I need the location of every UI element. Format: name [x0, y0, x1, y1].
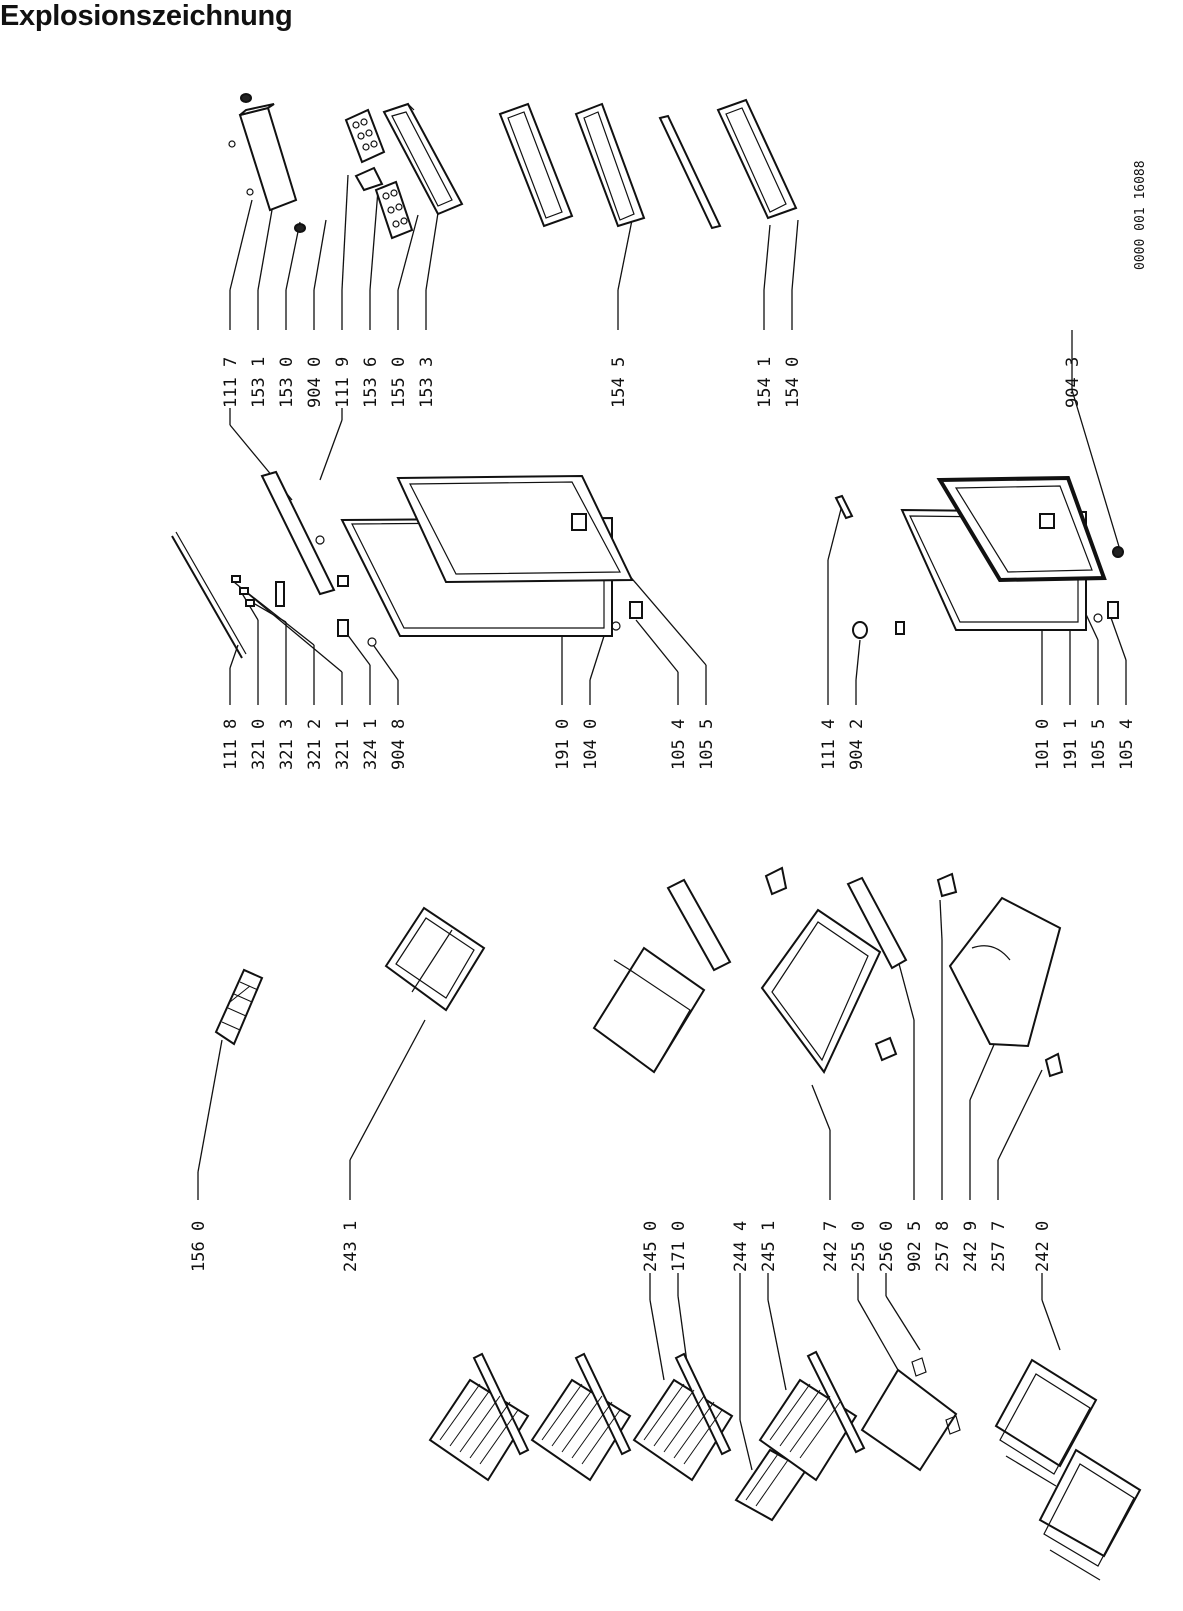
leader-lines-lower	[197, 899, 1061, 1471]
part-label-154-1: 154 1	[755, 357, 775, 408]
part-wire-shelf-1	[428, 1352, 530, 1482]
part-egg-tray-upper	[344, 108, 386, 164]
part-label-153-0: 153 0	[277, 357, 297, 408]
part-door-shelf-154-5	[574, 102, 646, 228]
part-label-156-0: 156 0	[189, 1221, 209, 1272]
part-label-245-1: 245 1	[759, 1221, 779, 1272]
part-drawer-lower	[936, 872, 1064, 1078]
label-group-door-parts: 111 8 321 0 321 3 321 2 321 1 324 1 904 …	[221, 719, 1137, 770]
part-label-105-4b: 105 4	[1117, 719, 1137, 770]
part-label-111-8: 111 8	[221, 719, 241, 770]
part-wire-shelf-2	[530, 1352, 632, 1482]
part-door-shelf-154-upper	[498, 102, 574, 228]
part-label-105-5b: 105 5	[1089, 719, 1109, 770]
part-ice-cube-tray	[214, 968, 264, 1046]
part-label-242-0: 242 0	[1033, 1221, 1053, 1272]
part-bin-242-0-lower	[1038, 1448, 1142, 1581]
part-door-shelf-bar	[228, 93, 306, 233]
part-drawer-middle	[760, 866, 908, 1074]
part-label-111-7: 111 7	[221, 357, 241, 408]
part-label-171-0: 171 0	[669, 1221, 689, 1272]
part-door-shelf-154-1-rail	[658, 114, 722, 230]
part-egg-tray-lower	[374, 180, 414, 240]
part-label-155-0: 155 0	[389, 357, 409, 408]
part-handle-rod	[171, 531, 247, 659]
part-label-101-0: 101 0	[1033, 719, 1053, 770]
part-small-clips	[231, 535, 377, 647]
drawing-reference-number: 0000 001 16088	[1133, 160, 1148, 270]
part-label-105-4: 105 4	[669, 719, 689, 770]
part-label-257-8: 257 8	[933, 1221, 953, 1272]
part-label-154-0: 154 0	[783, 357, 803, 408]
part-label-904-0: 904 0	[305, 357, 325, 408]
label-group-door-shelves-upper: 111 7 153 1 153 1 153 0 904 0 111 9 153 …	[221, 357, 1083, 408]
part-door-shelf-154-0	[716, 98, 798, 220]
part-label-153-3: 153 3	[417, 357, 437, 408]
part-knob-904-2	[852, 621, 905, 639]
part-label-324-1: 324 1	[361, 719, 381, 770]
part-label-321-2: 321 2	[305, 719, 325, 770]
part-label-255-0: 255 0	[849, 1221, 869, 1272]
page-title: Explosionszeichnung	[0, 0, 293, 32]
part-label-191-0: 191 0	[553, 719, 573, 770]
part-label-904-2: 904 2	[847, 719, 867, 770]
part-wire-shelf-245-1	[734, 1350, 866, 1522]
part-door-gasket-191-1	[936, 475, 1107, 583]
part-label-256-0: 256 0	[877, 1221, 897, 1272]
part-door-shelf-153-3	[382, 102, 464, 216]
part-label-154-5: 154 5	[609, 357, 629, 408]
part-hinge-105-4	[611, 601, 643, 631]
part-wire-shelf-245-0	[632, 1352, 734, 1482]
part-label-191-1: 191 1	[1061, 719, 1081, 770]
part-label-902-5: 902 5	[905, 1221, 925, 1272]
part-door-gasket-191-0	[396, 474, 634, 584]
part-label-242-9: 242 9	[961, 1221, 981, 1272]
part-strip-111-9	[260, 470, 336, 596]
part-label-243-1: 243 1	[341, 1221, 361, 1272]
part-glass-plate-255-0	[860, 1357, 961, 1472]
part-label-321-1: 321 1	[333, 719, 353, 770]
part-label-242-7: 242 7	[821, 1221, 841, 1272]
part-label-244-4: 244 4	[731, 1221, 751, 1272]
part-drawer-upper	[592, 878, 732, 1074]
part-label-105-5: 105 5	[697, 719, 717, 770]
label-group-cabinet-parts: 156 0 243 1 245 0 171 0 244 4 245 1 242 …	[189, 1221, 1053, 1272]
part-hinge-lower	[1039, 513, 1124, 623]
part-label-111-9: 111 9	[333, 357, 353, 408]
part-label-153-1b: 153 1	[249, 357, 269, 408]
part-hinge-105-5	[571, 513, 587, 531]
part-label-257-7: 257 7	[989, 1221, 1009, 1272]
part-label-153-6: 153 6	[361, 357, 381, 408]
part-label-321-0: 321 0	[249, 719, 269, 770]
part-label-904-8: 904 8	[389, 719, 409, 770]
part-bin-242-0-upper	[994, 1358, 1098, 1487]
part-egg-tray-clip	[354, 166, 384, 192]
part-label-321-3: 321 3	[277, 719, 297, 770]
part-strip-111-4	[834, 494, 854, 520]
part-glass-shelf-243-1	[384, 906, 486, 1012]
part-label-111-4: 111 4	[819, 719, 839, 770]
part-label-245-0: 245 0	[641, 1221, 661, 1272]
part-label-104-0: 104 0	[581, 719, 601, 770]
part-label-904-3: 904 3	[1063, 357, 1083, 408]
